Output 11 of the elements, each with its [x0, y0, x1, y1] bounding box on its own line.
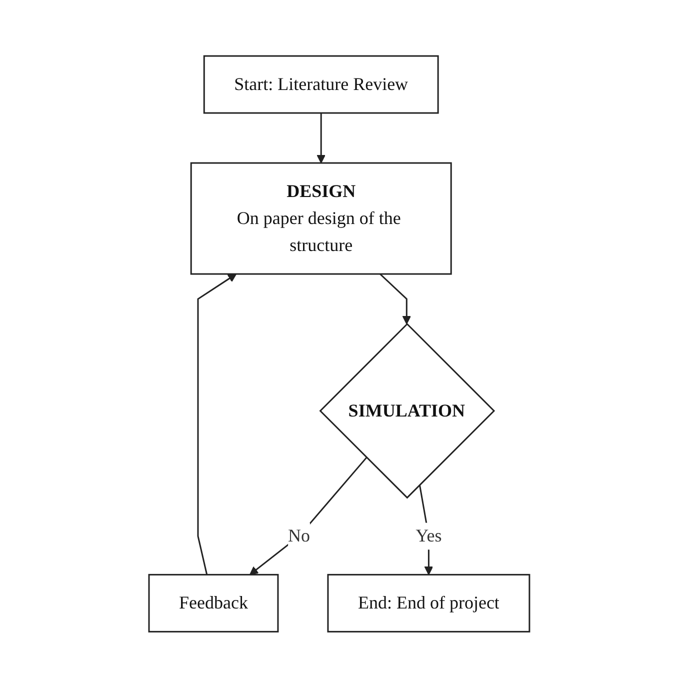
- node-box: End: End of project: [327, 574, 530, 633]
- node-box: Feedback: [148, 574, 278, 633]
- node-diamond: SIMULATION: [319, 323, 495, 499]
- arrow: [197, 274, 236, 576]
- node-box: Start: Literature Review: [203, 55, 439, 114]
- arrow: [379, 274, 411, 325]
- arrow: [249, 457, 367, 576]
- arrow: [316, 113, 326, 164]
- edge-label: No: [288, 526, 310, 546]
- edge-label: Yes: [415, 526, 442, 546]
- node-box: DESIGN On paper design of the structure: [190, 162, 452, 275]
